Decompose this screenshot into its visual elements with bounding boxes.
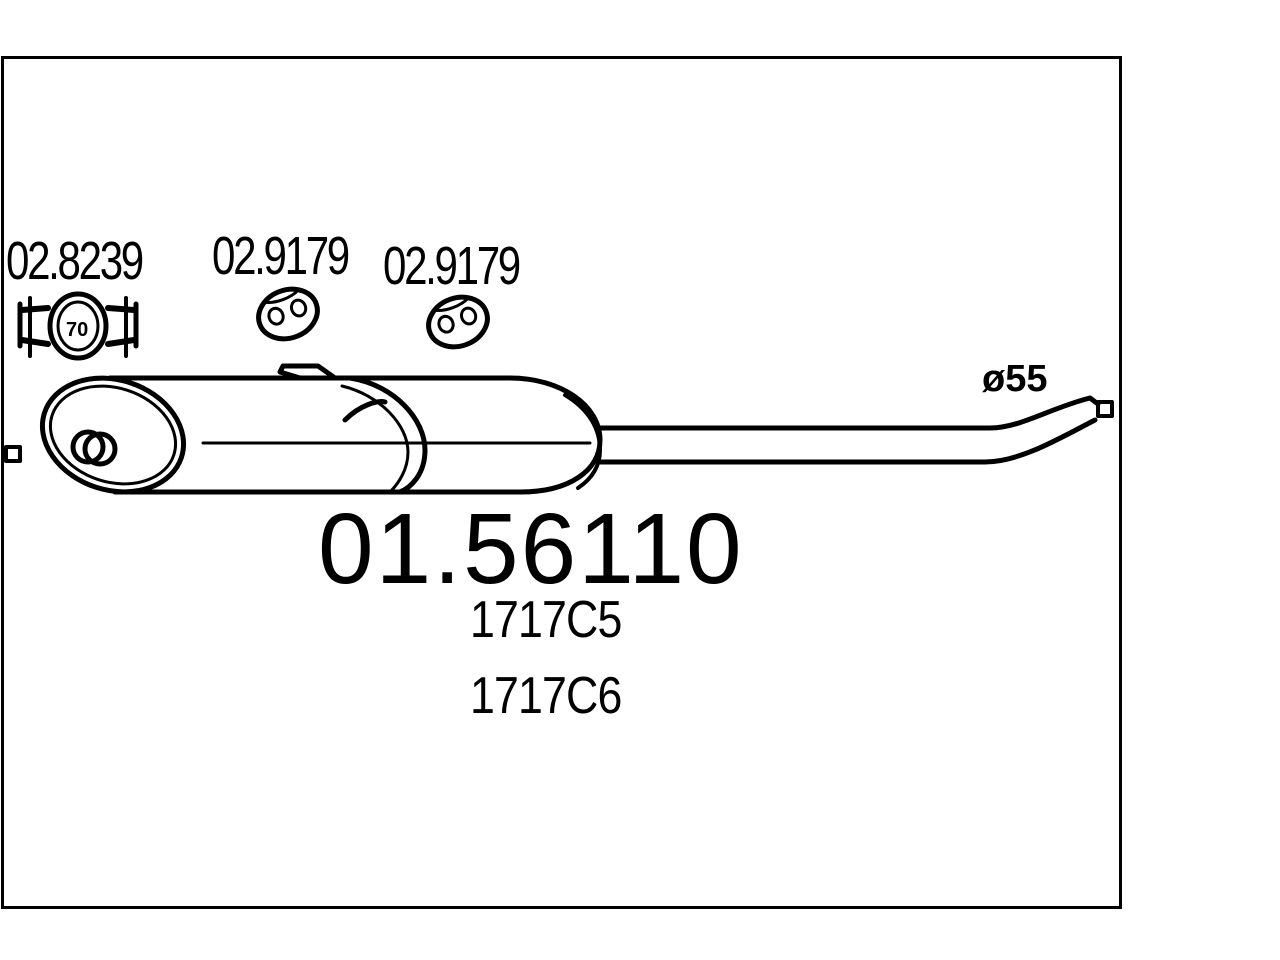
muffler-rear-ring	[563, 393, 602, 490]
muffler-band-inner	[340, 384, 410, 494]
clamp-part-number: 02.8239	[6, 231, 144, 291]
outlet-stub	[1096, 400, 1114, 418]
clamp-marking: 70	[66, 319, 88, 341]
oe-reference-1: 1717C5	[470, 591, 622, 649]
hanger-part-number-2: 02.9179	[383, 236, 521, 296]
hanger-graphic-1	[256, 286, 320, 342]
pipe-diameter-label: ø55	[982, 358, 1048, 400]
hanger-part-number-1: 02.9179	[212, 226, 350, 286]
tailpipe-lower	[597, 417, 1098, 465]
hanger-bracket	[277, 363, 388, 423]
muffler-band	[347, 375, 428, 495]
left-stub	[4, 445, 22, 463]
oe-reference-2: 1717C6	[470, 667, 622, 725]
inlet-pipe-inner	[82, 431, 118, 467]
clamp-graphic	[17, 291, 139, 361]
muffler-end-cap-inner	[48, 384, 178, 486]
hanger-graphic-2	[426, 294, 490, 350]
tailpipe	[597, 395, 1101, 431]
muffler-end-cap	[39, 375, 187, 495]
inlet-pipe	[70, 429, 106, 465]
diagram-frame	[1, 56, 1122, 909]
product-number: 01.56110	[318, 493, 744, 605]
